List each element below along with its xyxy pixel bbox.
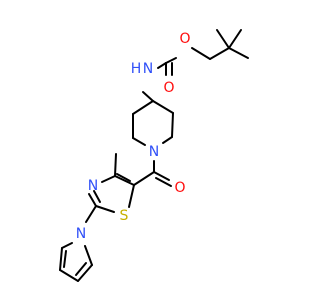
- nitrogen-atom-pyrrole: N: [76, 226, 86, 242]
- bond: [59, 247, 63, 271]
- sulfur-atom-thiazole: S: [120, 208, 129, 224]
- nitrogen-atom-thiazole: N: [88, 178, 98, 194]
- bond: [157, 62, 167, 69]
- bond: [93, 190, 101, 203]
- bond: [85, 205, 97, 223]
- molecule-drawing: O O N H N O N S N: [59, 29, 249, 282]
- bond: [152, 100, 174, 114]
- bond: [114, 153, 117, 177]
- hydrogen-atom-amine: H: [131, 61, 142, 77]
- bond: [132, 137, 146, 146]
- bond: [95, 205, 115, 213]
- bond: [84, 245, 93, 266]
- bond: [61, 242, 73, 249]
- bond: [228, 29, 242, 49]
- bond: [63, 250, 67, 268]
- bond: [142, 91, 154, 102]
- bond: [114, 175, 135, 186]
- nitrogen-atom-piperidine: N: [149, 144, 159, 160]
- structure-canvas: O O N H N O N S N: [59, 29, 249, 282]
- bond: [165, 57, 177, 64]
- bond: [216, 29, 230, 49]
- oxygen-atom-ether: O: [179, 31, 190, 47]
- oxygen-atom-amide: O: [174, 180, 185, 196]
- bond: [155, 177, 172, 187]
- bond: [116, 173, 131, 182]
- nitrogen-atom-amine: N: [143, 61, 153, 77]
- bond: [162, 136, 173, 144]
- bond: [101, 175, 116, 183]
- bond: [228, 47, 249, 59]
- bond: [133, 171, 155, 186]
- bond: [77, 264, 93, 282]
- bond: [59, 269, 79, 282]
- bond: [171, 112, 174, 138]
- bond: [88, 193, 97, 207]
- bond: [209, 47, 230, 60]
- bond: [128, 184, 135, 208]
- oxygen-atom-carbamate-carbonyl: O: [163, 80, 174, 96]
- bond: [153, 171, 170, 181]
- bond: [75, 262, 87, 276]
- bond: [132, 100, 154, 115]
- bond: [191, 47, 211, 60]
